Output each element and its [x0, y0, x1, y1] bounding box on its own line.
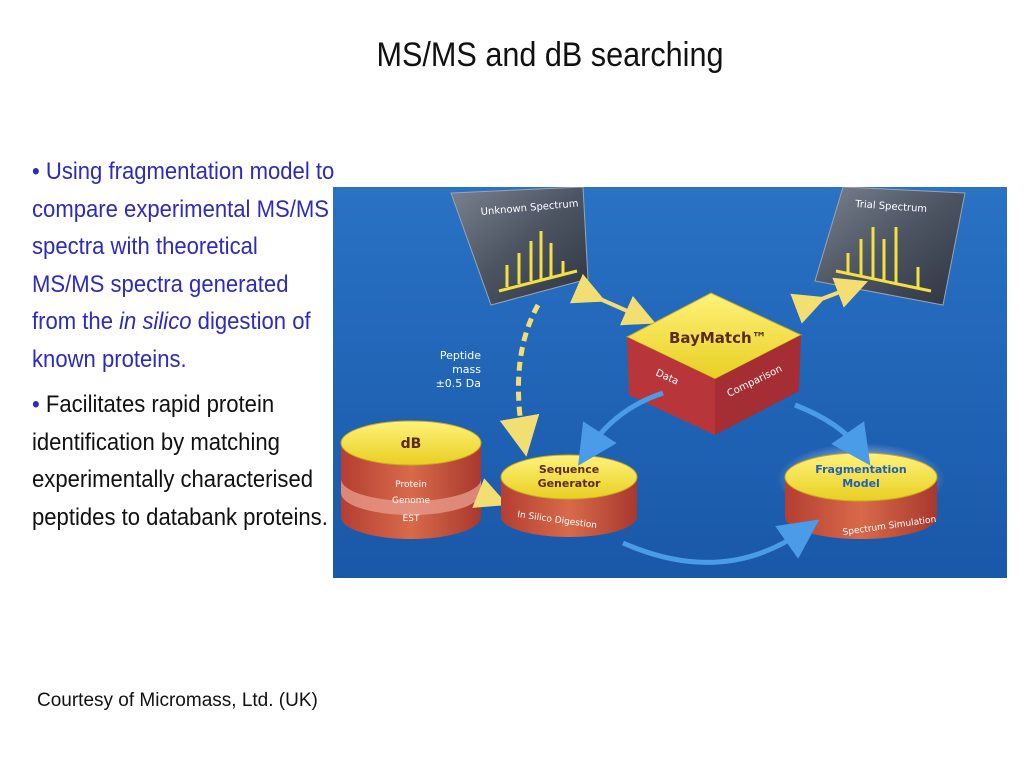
- unknown-spectrum-peaks: [498, 231, 578, 293]
- peptide-mass-line1: Peptide: [440, 349, 481, 362]
- slide-title: MS/MS and dB searching: [376, 36, 724, 74]
- courtesy-caption: Courtesy of Micromass, Ltd. (UK): [37, 690, 318, 711]
- baymatch-label: BayMatch™: [669, 329, 767, 347]
- baymatch-box: BayMatch™ Data Comparison: [625, 292, 803, 435]
- trial-spectrum-panel: Trial Spectrum: [814, 187, 966, 306]
- db-layer-genome: Genome: [392, 496, 430, 506]
- peptide-mass-line3: ±0.5 Da: [436, 377, 481, 390]
- sequence-generator-line1: Sequence: [539, 463, 599, 476]
- bullet-marker: •: [32, 158, 40, 185]
- peptide-mass-line2: mass: [452, 363, 481, 376]
- db-layer-protein: Protein: [395, 480, 427, 490]
- spectrum-to-baymatch-arrows: [569, 273, 868, 326]
- bullet-list: • Using fragmentation model to compare e…: [32, 153, 342, 544]
- bullet-text: Facilitates rapid protein identification…: [32, 391, 328, 531]
- trial-spectrum-label: Trial Spectrum: [854, 199, 928, 215]
- peptide-mass-arrow: Peptide mass ±0.5 Da: [436, 303, 541, 457]
- sequence-generator-line2: Generator: [538, 477, 601, 490]
- db-to-generator-arrow: [472, 478, 508, 508]
- unknown-spectrum-panel: Unknown Spectrum: [450, 187, 589, 306]
- db-title: dB: [401, 436, 422, 452]
- sequence-generator-cylinder: Sequence Generator In Silico Digestion: [500, 454, 638, 537]
- bullet-marker: •: [32, 391, 40, 418]
- fragmentation-model-cylinder: Fragmentation Model Spectrum Simulation: [777, 443, 945, 539]
- bullet-item-fragmentation: • Using fragmentation model to compare e…: [32, 153, 336, 378]
- bullet-item-identification: • Facilitates rapid protein identificati…: [32, 386, 336, 536]
- db-layer-est: EST: [403, 514, 420, 524]
- workflow-diagram: Unknown Spectrum Trial Spectrum: [333, 187, 1007, 578]
- bullet-text-before: Using fragmentation model to compare exp…: [32, 158, 335, 335]
- bullet-text-after: digestion of known proteins.: [32, 308, 311, 373]
- trial-spectrum-peaks: [835, 227, 932, 293]
- cycle-arrows: [578, 390, 871, 565]
- fragmentation-model-line1: Fragmentation: [815, 463, 906, 476]
- fragmentation-model-line2: Model: [842, 477, 880, 490]
- db-cylinder: dB Protein Genome EST: [340, 420, 482, 539]
- bullet-emphasis: in silico: [119, 308, 192, 335]
